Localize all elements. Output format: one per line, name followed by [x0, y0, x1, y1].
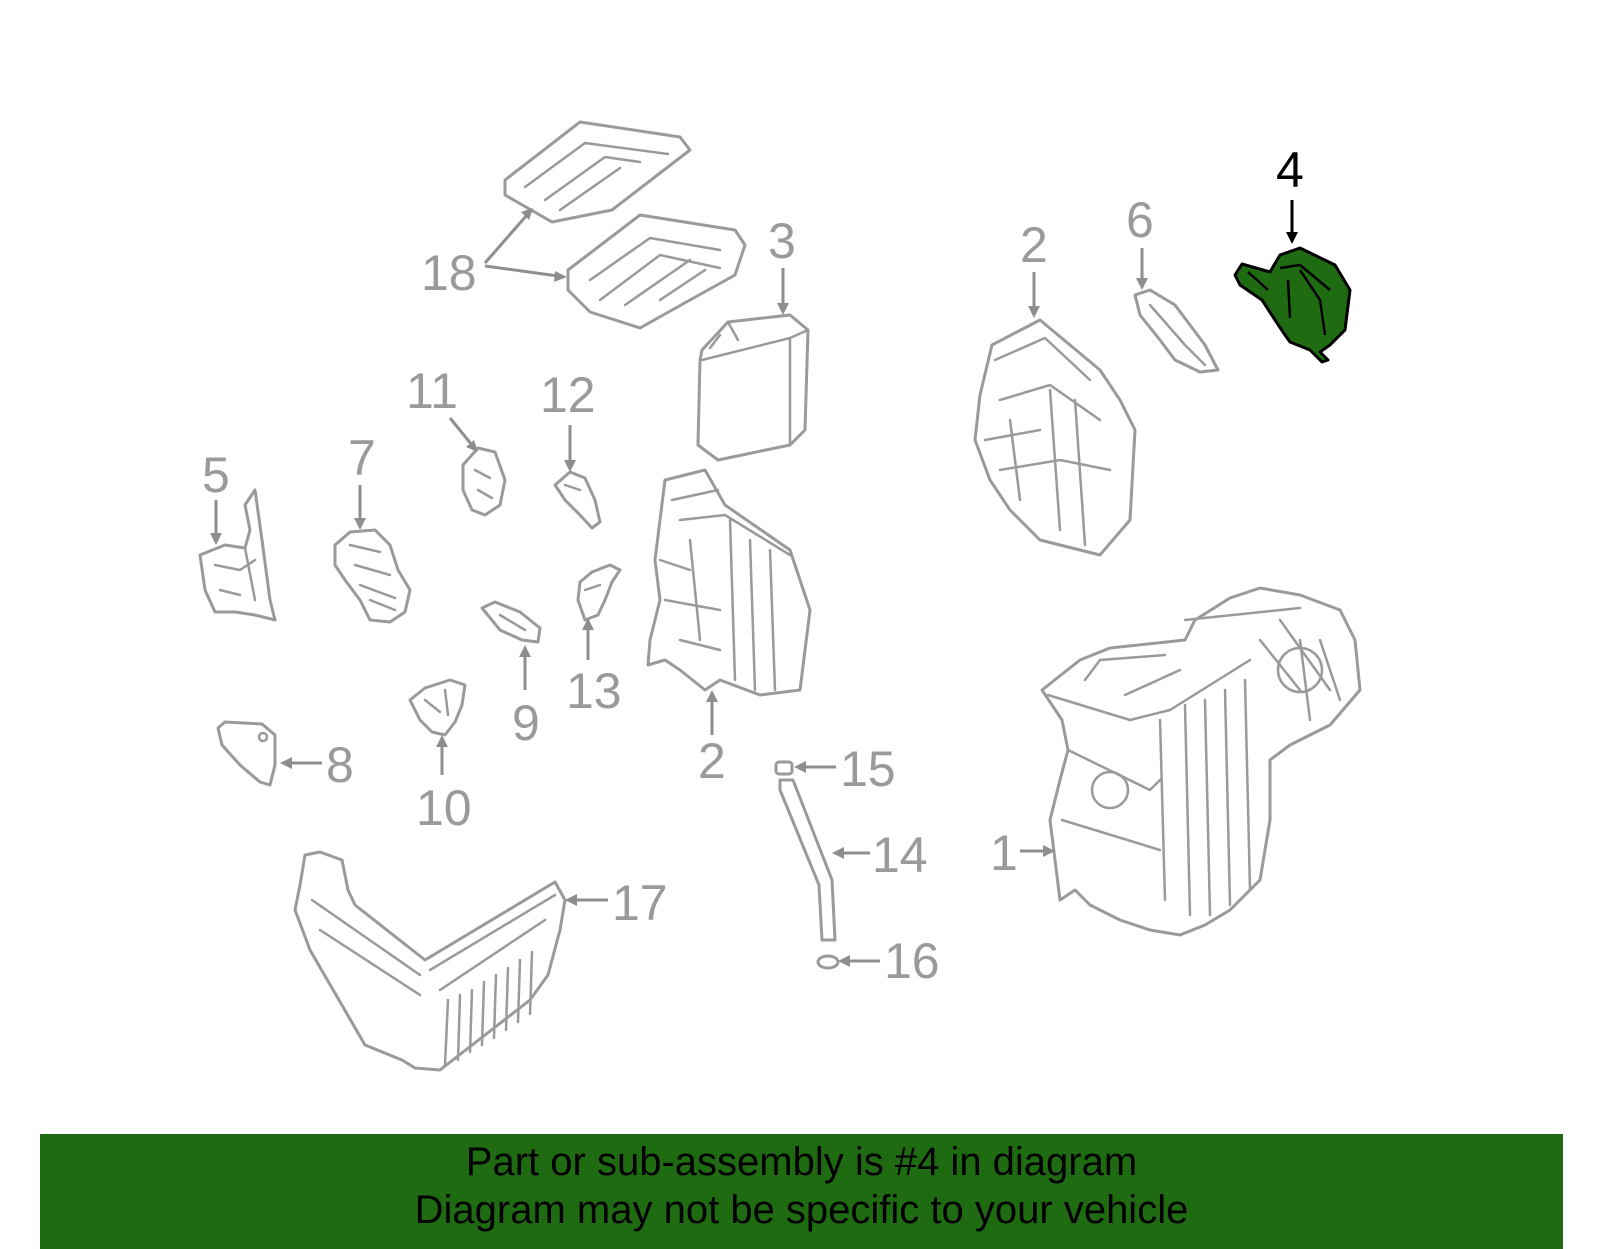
callout-2-left: 2: [698, 690, 726, 789]
callout-15: 15: [794, 741, 896, 797]
part-10: [408, 678, 467, 737]
part-8: [216, 720, 277, 787]
callout-label-18: 18: [421, 245, 477, 301]
callout-17: 17: [565, 875, 668, 931]
callout-label-7: 7: [348, 430, 376, 486]
callout-label-6: 6: [1126, 192, 1154, 248]
callout-11: 11: [406, 363, 478, 452]
part-6-seal: [1133, 288, 1220, 374]
callout-4: 4: [1276, 142, 1304, 244]
callout-label-11: 11: [406, 363, 458, 419]
part-9: [480, 600, 542, 644]
part-18-filter-frame: [503, 120, 747, 330]
part-15-clamp: [774, 760, 794, 776]
callout-12: 12: [540, 367, 596, 472]
callout-label-10: 10: [416, 780, 472, 836]
callout-10: 10: [416, 735, 472, 836]
part-16-clamp: [816, 954, 840, 970]
callout-label-14: 14: [872, 827, 928, 883]
callout-label-15: 15: [840, 741, 896, 797]
callout-7: 7: [348, 430, 376, 530]
callout-13: 13: [566, 618, 622, 719]
callout-label-12: 12: [540, 367, 596, 423]
part-1-hvac-assembly: [1040, 586, 1362, 937]
banner-line-1: Part or sub-assembly is #4 in diagram: [465, 1140, 1138, 1184]
callout-14: 14: [832, 827, 928, 883]
callout-label-9: 9: [512, 695, 540, 751]
callout-5: 5: [202, 447, 230, 545]
part-12: [553, 470, 602, 530]
part-14-drain-hose: [778, 778, 837, 942]
part-5: [198, 488, 277, 622]
part-2-case-left: [646, 468, 812, 697]
callout-9: 9: [512, 645, 540, 751]
callout-label-4: 4: [1276, 142, 1304, 198]
callout-label-8: 8: [326, 737, 354, 793]
callout-label-2-right: 2: [1020, 217, 1048, 273]
info-banner: Part or sub-assembly is #4 in diagram Di…: [40, 1134, 1563, 1249]
callout-2-right: 2: [1020, 217, 1048, 318]
part-4-highlighted: [1233, 246, 1352, 364]
callout-label-16: 16: [884, 933, 940, 989]
callout-label-5: 5: [202, 447, 230, 503]
callout-16: 16: [838, 933, 940, 989]
part-7: [333, 528, 412, 624]
part-13: [576, 563, 622, 622]
callout-label-17: 17: [612, 875, 668, 931]
part-3-evaporator: [696, 313, 810, 462]
callout-18: 18: [421, 208, 567, 301]
callout-1: 1: [990, 825, 1055, 881]
part-11: [461, 446, 507, 517]
callout-8: 8: [280, 737, 354, 793]
part-17-heater-core: [293, 850, 567, 1072]
callout-label-1: 1: [990, 825, 1018, 881]
callout-label-3: 3: [768, 213, 796, 269]
callout-3: 3: [768, 213, 796, 315]
callout-label-13: 13: [566, 663, 622, 719]
callout-label-2-left: 2: [698, 733, 726, 789]
part-2-case-right: [973, 318, 1137, 557]
banner-line-2: Diagram may not be specific to your vehi…: [414, 1188, 1189, 1232]
callout-6: 6: [1126, 192, 1154, 290]
